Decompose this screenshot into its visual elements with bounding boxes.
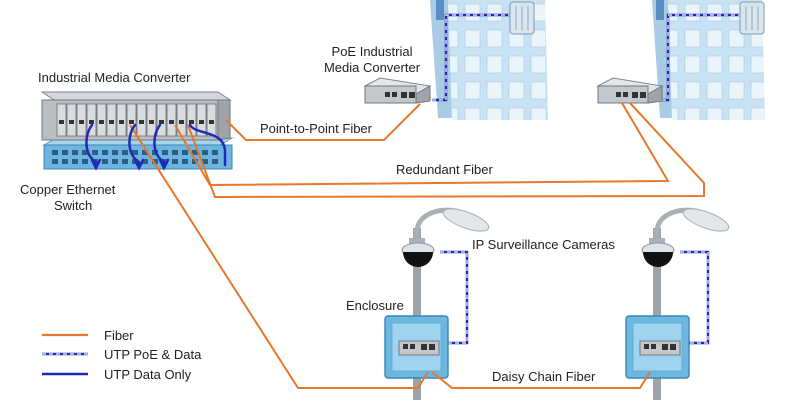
copper-switch-label-line2: Switch	[54, 198, 93, 213]
legend-item-utp-poe: UTP PoE & Data	[104, 347, 202, 362]
media-converter-icon	[596, 77, 664, 104]
utp-poe-camera-links	[440, 250, 710, 345]
ip-cameras-label: IP Surveillance Cameras	[470, 237, 617, 252]
industrial-media-converter-label: Industrial Media Converter	[38, 70, 191, 85]
daisy-chain-fiber-link	[431, 371, 651, 389]
redundant-fiber-link	[174, 102, 670, 187]
copper-switch-label-line1: Copper Ethernet	[20, 182, 116, 197]
fiber-links	[129, 102, 705, 389]
point-to-point-fiber-link	[225, 103, 421, 141]
legend-swatches	[42, 333, 88, 376]
legend-item-utp-data: UTP Data Only	[104, 367, 192, 382]
fiber-to-enclosure-link	[129, 124, 429, 389]
wireless-antenna-icon	[509, 1, 535, 35]
redundant-fiber-link	[187, 102, 705, 199]
light-pole-right	[653, 207, 730, 400]
industrial-media-converter-chassis-icon	[40, 91, 232, 141]
poe-converter-label-line1: PoE Industrial	[331, 44, 413, 59]
building-left	[430, 0, 548, 120]
redundant-fiber-label: Redundant Fiber	[394, 162, 495, 177]
poe-converter-label-line2: Media Converter	[323, 60, 421, 75]
wireless-antenna-icon	[739, 1, 765, 35]
building-right	[652, 0, 765, 120]
dome-camera-icon	[401, 238, 435, 267]
enclosure-left	[384, 315, 449, 379]
dome-camera-icon	[641, 238, 675, 267]
utp-data-links	[85, 123, 227, 171]
light-pole-left	[413, 207, 490, 400]
enclosure-right	[625, 315, 690, 379]
legend-item-fiber: Fiber	[104, 328, 134, 343]
enclosure-label: Enclosure	[346, 298, 404, 313]
point-to-point-fiber-label: Point-to-Point Fiber	[260, 121, 372, 136]
poe-media-converter-icon	[363, 77, 432, 104]
daisy-chain-fiber-label: Daisy Chain Fiber	[492, 369, 596, 384]
